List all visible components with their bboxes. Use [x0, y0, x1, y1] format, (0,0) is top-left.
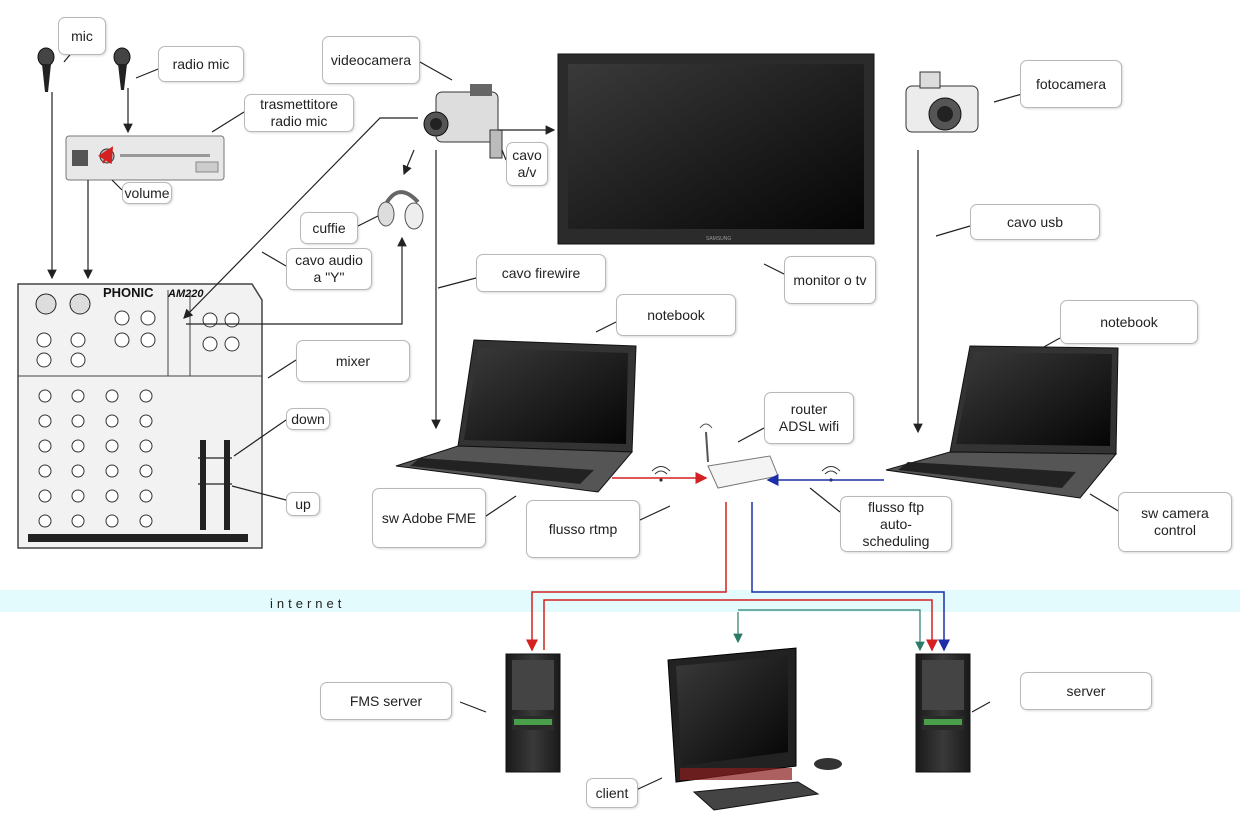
- mixer-knob: [38, 489, 52, 503]
- label-mixer: mixer: [296, 340, 410, 382]
- client-link-lines: [733, 609, 925, 652]
- label-flusso-ftp: flusso ftp auto-scheduling: [840, 496, 952, 552]
- label-cuffie: cuffie: [300, 212, 358, 244]
- mixer-knob: [105, 414, 119, 428]
- label-fms-server: FMS server: [320, 682, 452, 720]
- label-cavo-audio-y: cavo audio a "Y": [286, 248, 372, 290]
- server-icon: [915, 653, 971, 773]
- xlr-input: [69, 293, 91, 315]
- mixer-knob: [71, 489, 85, 503]
- mixer-knob: [139, 389, 153, 403]
- ftp-flow-lines: [751, 474, 950, 652]
- mixer-knob: [114, 310, 130, 326]
- photo-camera-icon: [905, 71, 979, 133]
- label-sw-camera-control: sw camera control: [1118, 492, 1232, 552]
- internet-band: [0, 590, 1240, 612]
- mixer-knob: [36, 352, 52, 368]
- mixer-knob: [71, 439, 85, 453]
- mixer-knob: [38, 414, 52, 428]
- headphones-icon: [377, 190, 424, 230]
- mixer-knob: [36, 332, 52, 348]
- label-volume: volume: [122, 182, 172, 204]
- label-fotocamera: fotocamera: [1020, 60, 1122, 108]
- mixer-knob: [139, 514, 153, 528]
- rtmp-flow-lines: [526, 472, 938, 652]
- mixer-knob: [70, 352, 86, 368]
- mixer-knob: [139, 439, 153, 453]
- mixer-knob: [139, 414, 153, 428]
- mixer-knob: [224, 312, 240, 328]
- mixer-knob: [70, 332, 86, 348]
- mixer-knob: [114, 332, 130, 348]
- mixer-knob: [140, 332, 156, 348]
- label-cavo-usb: cavo usb: [970, 204, 1100, 240]
- mixer-knob: [71, 464, 85, 478]
- notebook-left-icon: [395, 339, 637, 493]
- mixer-knob: [139, 464, 153, 478]
- mixer-knob: [139, 489, 153, 503]
- label-mic: mic: [58, 17, 106, 55]
- label-notebook-right: notebook: [1060, 300, 1198, 344]
- fms-server-icon: [505, 653, 561, 773]
- xlr-input: [35, 293, 57, 315]
- mixer-brand: PHONIC: [103, 285, 154, 300]
- fader-track: [200, 440, 206, 530]
- mixer-knob: [105, 389, 119, 403]
- mixer-model: AM220: [167, 288, 204, 300]
- mixer-knob: [38, 464, 52, 478]
- mixer-knob: [71, 514, 85, 528]
- mixer-knob: [71, 414, 85, 428]
- label-cavo-firewire: cavo firewire: [476, 254, 606, 292]
- videocamera-icon: [423, 84, 503, 159]
- mixer-knob: [38, 514, 52, 528]
- mixer-knob: [105, 514, 119, 528]
- internet-label: internet: [270, 596, 346, 611]
- mixer-knob: [224, 336, 240, 352]
- mixer-knob: [202, 336, 218, 352]
- mixer-knob: [38, 439, 52, 453]
- label-videocamera: videocamera: [322, 36, 420, 84]
- mixer-knobs: [35, 293, 240, 530]
- label-cavo-av: cavo a/v: [506, 142, 548, 186]
- label-server: server: [1020, 672, 1152, 710]
- mixer-knob: [105, 439, 119, 453]
- monitor-brand: SAMSUNG: [706, 236, 731, 242]
- fader-track: [224, 440, 230, 530]
- mixer-knob: [140, 310, 156, 326]
- mixer-knob: [105, 489, 119, 503]
- radio-transmitter-icon: [65, 135, 225, 181]
- label-sw-adobe-fme: sw Adobe FME: [372, 488, 486, 548]
- mixer-knob: [202, 312, 218, 328]
- label-down: down: [286, 408, 330, 430]
- label-radio-mic: radio mic: [158, 46, 244, 82]
- mixer-knob: [38, 389, 52, 403]
- tv-monitor-icon: [557, 53, 875, 245]
- label-up: up: [286, 492, 320, 516]
- label-flusso-rtmp: flusso rtmp: [526, 500, 640, 558]
- label-router: router ADSL wifi: [764, 392, 854, 444]
- label-trasmettitore: trasmettitore radio mic: [244, 94, 354, 132]
- radio-mic-icon: [113, 47, 131, 90]
- black-connectors: [47, 44, 1121, 791]
- wifi-left-icon: [651, 466, 671, 482]
- client-computer-icon: [667, 647, 842, 811]
- label-client: client: [586, 778, 638, 808]
- notebook-right-icon: [885, 345, 1119, 499]
- label-notebook-left: notebook: [616, 294, 736, 336]
- mixer-knob: [71, 389, 85, 403]
- label-monitor: monitor o tv: [784, 256, 876, 304]
- mixer-knob: [105, 464, 119, 478]
- mic-icon: [37, 47, 55, 92]
